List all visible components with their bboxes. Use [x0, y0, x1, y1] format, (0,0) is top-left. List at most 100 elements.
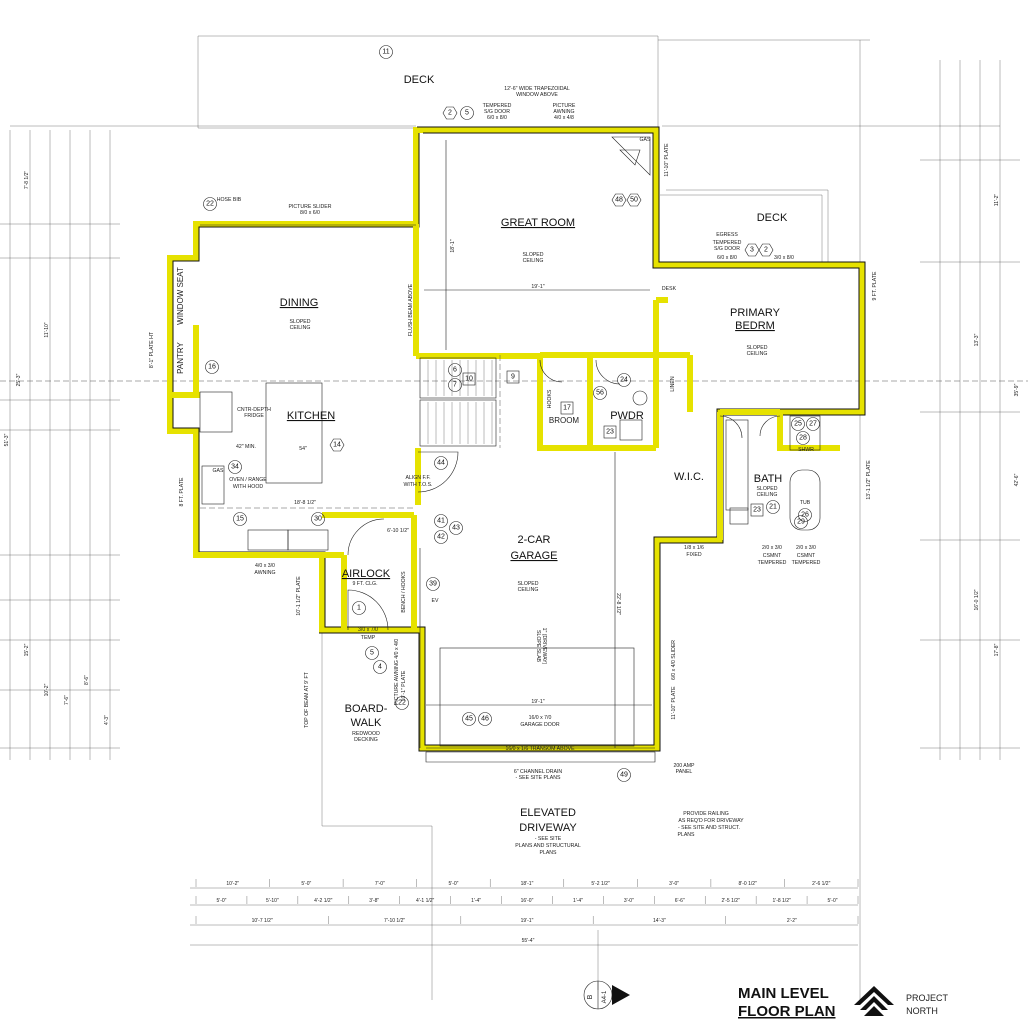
svg-text:2/0 x 3/0: 2/0 x 3/0 [762, 545, 782, 551]
svg-text:49: 49 [620, 772, 628, 779]
dimension-label: 4'-1 1/2" [416, 898, 435, 904]
interior-walls [170, 224, 840, 630]
svg-text:S/G DOOR: S/G DOOR [714, 246, 740, 252]
dimension-label: 11'-2" [994, 194, 1000, 207]
svg-text:12'-6" WIDE TRAPEZOIDAL: 12'-6" WIDE TRAPEZOIDAL [504, 86, 570, 92]
svg-text:B: B [587, 994, 594, 999]
powder-toilet [619, 419, 643, 441]
svg-text:46: 46 [481, 716, 489, 723]
svg-text:CSMNT: CSMNT [763, 553, 782, 559]
title-line-2: FLOOR PLAN [738, 1003, 836, 1020]
svg-text:FIXED: FIXED [686, 552, 702, 558]
svg-text:WINDOW ABOVE: WINDOW ABOVE [516, 92, 558, 98]
svg-text:56: 56 [596, 390, 604, 397]
svg-text:CNTR-DEPTH: CNTR-DEPTH [237, 407, 271, 413]
dimension-label: 25'-3" [16, 373, 22, 386]
svg-text:19'-1": 19'-1" [531, 699, 544, 705]
svg-text:16/0 x 1/6 TRANSOM ABOVE: 16/0 x 1/6 TRANSOM ABOVE [505, 746, 575, 752]
label-pwdr: PWDR [610, 410, 644, 422]
label-driveway-2: DRIVEWAY [519, 822, 577, 834]
svg-text:42: 42 [437, 534, 445, 541]
callout-tag: 49 [617, 768, 631, 782]
svg-text:2: 2 [764, 247, 768, 254]
dimension-label: 3'-8" [369, 898, 379, 904]
label-driveway-1: ELEVATED [520, 807, 576, 819]
dimension-label: 11'-10" [44, 322, 50, 337]
svg-text:DESK: DESK [662, 286, 677, 292]
label-boardwalk-2: WALK [351, 717, 382, 729]
svg-text:11: 11 [382, 49, 389, 56]
callout-tag: 22 [395, 696, 409, 710]
callout-tag: 56 [593, 386, 607, 400]
callout-tag: 28 [796, 431, 810, 445]
dimension-label: 3'-0" [669, 881, 679, 887]
svg-text:13'-1 1/2" PLATE: 13'-1 1/2" PLATE [866, 460, 872, 500]
svg-text:3: 3 [750, 247, 754, 254]
svg-text:CEILING: CEILING [757, 492, 778, 498]
svg-text:SLOPED: SLOPED [517, 581, 538, 587]
svg-text:8 FT. PLATE: 8 FT. PLATE [179, 477, 185, 507]
dimension-label: 5'-2 1/2" [591, 881, 610, 887]
svg-text:6/0 x 8/0: 6/0 x 8/0 [487, 115, 507, 121]
svg-text:6/0 x 4/0 SLIDER: 6/0 x 4/0 SLIDER [671, 640, 677, 680]
dimension-label: 10'-2" [44, 683, 50, 696]
callout-tag: 2 [758, 243, 774, 257]
svg-text:39: 39 [429, 581, 437, 588]
svg-text:PLANS AND STRUCTURAL: PLANS AND STRUCTURAL [515, 843, 581, 849]
logo-line-2: NORTH [906, 1006, 938, 1016]
svg-text:45: 45 [465, 716, 473, 723]
tub [789, 469, 821, 531]
dimension-label: 10'-2" [226, 881, 239, 887]
callout-tag: 7 [448, 378, 462, 392]
svg-text:- SEE SITE PLANS: - SEE SITE PLANS [516, 775, 562, 781]
svg-text:PLANS: PLANS [539, 850, 557, 856]
callout-tag: 25 [791, 417, 805, 431]
door-swings [347, 359, 781, 631]
svg-text:TEMPERED: TEMPERED [483, 103, 512, 109]
range [201, 465, 225, 505]
bottom-dimensions: 10'-2"5'-0"7'-0"5'-0"18'-1"5'-2 1/2"3'-0… [195, 879, 859, 944]
svg-text:10'-1" PLATE: 10'-1" PLATE [401, 670, 407, 701]
svg-text:1/8 x 1/6: 1/8 x 1/6 [684, 545, 704, 551]
svg-text:54": 54" [299, 446, 307, 452]
svg-text:17: 17 [563, 405, 571, 412]
svg-text:14: 14 [333, 442, 341, 449]
dimension-label: 5'-0" [301, 881, 311, 887]
dimension-label: 2'-6 1/2" [812, 881, 831, 887]
dimension-label: 1'-8 1/2" [772, 898, 791, 904]
svg-text:OVEN / RANGE: OVEN / RANGE [229, 477, 267, 483]
label-deck-right: DECK [757, 212, 788, 224]
svg-text:4/0 x 4/8: 4/0 x 4/8 [554, 115, 574, 121]
svg-text:22: 22 [206, 201, 214, 208]
callout-tag: 50 [626, 193, 642, 207]
dimension-total: 55'-4" [522, 938, 535, 944]
label-primary-2: BEDRM [735, 320, 775, 332]
svg-text:- SEE SITE: - SEE SITE [535, 836, 562, 842]
label-garage-2: GARAGE [510, 550, 557, 562]
svg-text:EGRESS: EGRESS [716, 232, 738, 238]
svg-text:27: 27 [809, 421, 817, 428]
svg-text:SLOPED: SLOPED [746, 345, 767, 351]
svg-text:A4-1: A4-1 [602, 990, 608, 1003]
fixtures [199, 136, 821, 763]
svg-text:2: 2 [448, 110, 452, 117]
svg-text:PANEL: PANEL [676, 769, 693, 775]
dimension-label: 5'-0" [828, 898, 838, 904]
callout-tag: 39 [426, 577, 440, 591]
dimension-label: 19'-1" [521, 918, 534, 924]
callout-tag: 11 [379, 45, 393, 59]
svg-text:GAS: GAS [213, 468, 224, 474]
label-wic: W.I.C. [674, 471, 704, 483]
svg-text:6/0 x 8/0: 6/0 x 8/0 [717, 255, 737, 261]
callout-tag: 5 [460, 106, 474, 120]
dimension-label: 10'-7 1/2" [252, 918, 273, 924]
svg-text:5: 5 [370, 650, 374, 657]
svg-text:9: 9 [511, 374, 515, 381]
callout-tag: 1 [352, 601, 366, 615]
callout-tag: 46 [478, 712, 492, 726]
svg-text:21: 21 [769, 504, 777, 511]
svg-text:42" MIN.: 42" MIN. [236, 444, 256, 450]
svg-text:HOSE BIB: HOSE BIB [217, 197, 242, 203]
plan-notes: 12'-6" WIDE TRAPEZOIDAL WINDOW ABOVE TEM… [149, 86, 878, 856]
